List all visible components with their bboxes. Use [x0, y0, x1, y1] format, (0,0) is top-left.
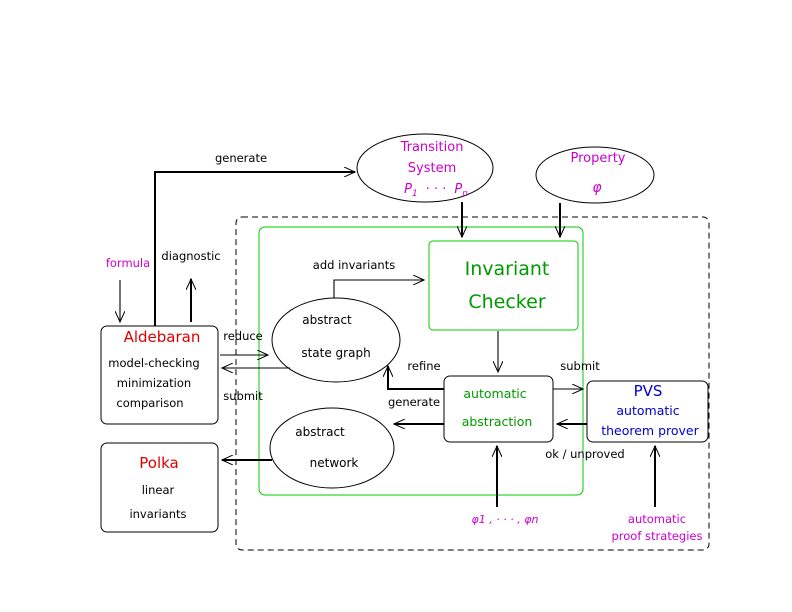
label-refine: refine — [407, 359, 440, 373]
automatic-abstraction-node[interactable]: automatic abstraction — [443, 375, 554, 443]
invariant-checker-line2: Checker — [468, 291, 545, 313]
abstract-state-graph-line1: abstract — [302, 313, 352, 327]
polka-title: Polka — [139, 454, 178, 472]
process-p-symbol: P — [404, 182, 412, 197]
invariant-checker-line1: Invariant — [465, 258, 550, 280]
abstract-network-node[interactable]: abstract network — [269, 407, 395, 489]
aldebaran-node[interactable]: Aldebaran model-checking minimization co… — [100, 325, 219, 425]
label-submit-right: submit — [560, 359, 600, 373]
transition-system-line1: Transition — [400, 140, 464, 155]
polka-node[interactable]: Polka linear invariants — [100, 442, 219, 533]
transition-system-line2: System — [408, 161, 456, 176]
label-generate-mid: generate — [388, 395, 440, 409]
abstract-state-graph-node[interactable]: abstract state graph — [271, 297, 401, 383]
edges — [120, 172, 655, 507]
label-ok-unproved: ok / unproved — [545, 447, 624, 461]
label-submit-left: submit — [223, 389, 263, 403]
label-strategies-line1: automatic — [628, 512, 686, 526]
label-diagnostic: diagnostic — [161, 249, 220, 263]
label-strategies-line2: proof strategies — [612, 529, 703, 543]
abstract-network-line1: abstract — [295, 425, 345, 439]
process-subscript-1: 1 — [412, 189, 418, 199]
property-node[interactable]: Property φ — [535, 146, 655, 204]
green-invariant-region — [258, 226, 584, 496]
label-generate-top: generate — [215, 151, 267, 165]
edge-generate-top — [154, 172, 355, 326]
abstract-state-graph-line2: state graph — [301, 346, 370, 360]
label-phis: φ1 , · · · , φn — [472, 513, 539, 526]
pvs-node[interactable]: PVS automatic theorem prover — [586, 380, 709, 443]
dashed-toolset-boundary — [235, 216, 710, 551]
property-formula: φ — [592, 180, 602, 196]
automatic-abstraction-line1: automatic — [463, 386, 526, 401]
pvs-title: PVS — [634, 382, 663, 400]
label-reduce: reduce — [223, 329, 263, 343]
label-formula: formula — [106, 256, 150, 270]
process-p-symbol-n: P — [454, 182, 462, 197]
edge-refine — [388, 366, 444, 390]
process-subscript-n: n — [462, 189, 468, 199]
aldebaran-title: Aldebaran — [124, 328, 201, 346]
transition-system-formula: P1· · ·Pn — [404, 182, 468, 199]
automatic-abstraction-line2: abstraction — [462, 414, 533, 429]
aldebaran-item-comparison: comparison — [116, 396, 183, 410]
property-label: Property — [570, 151, 625, 166]
aldebaran-item-minimization: minimization — [117, 376, 191, 390]
process-dots: · · · — [426, 182, 447, 197]
abstract-network-line2: network — [310, 456, 359, 470]
polka-item-invariants: invariants — [129, 507, 186, 521]
pvs-line2: theorem prover — [601, 423, 699, 438]
label-add-invariants: add invariants — [313, 258, 395, 272]
aldebaran-item-model-checking: model-checking — [108, 356, 199, 370]
edge-add-invariants — [333, 280, 424, 298]
invariant-checker-node[interactable]: Invariant Checker — [428, 240, 579, 331]
transition-system-node[interactable]: Transition System P1· · ·Pn — [356, 133, 494, 203]
pvs-line1: automatic — [616, 403, 679, 418]
polka-item-linear: linear — [142, 483, 175, 497]
